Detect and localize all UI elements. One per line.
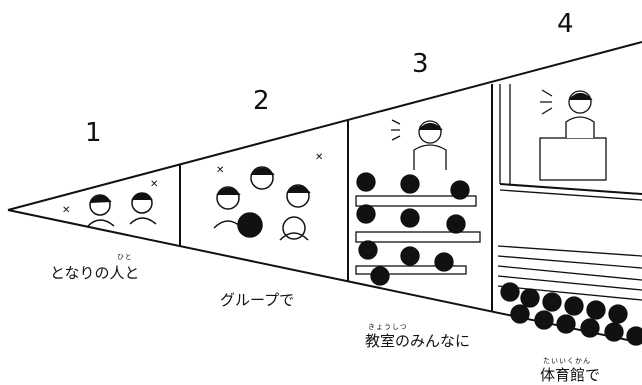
- panel-3-ruby: きょうしつ: [368, 323, 408, 331]
- panel-3-classroom-drawing: [355, 119, 481, 286]
- panel-1-caption: となりの人と: [50, 264, 140, 282]
- svg-text:✕: ✕: [315, 152, 323, 163]
- svg-text:✕: ✕: [150, 179, 158, 190]
- svg-text:✕: ✕: [216, 165, 224, 176]
- panel-1-number: 1: [85, 118, 102, 148]
- panel-1-ruby: ひと: [117, 253, 133, 261]
- panel-4-ruby: たいいくかん: [543, 357, 591, 365]
- svg-text:✕: ✕: [62, 205, 70, 216]
- panel-dividers: [179, 84, 493, 312]
- panel-4-number: 4: [557, 9, 574, 39]
- panel-2-group-drawing: ✕ ✕: [213, 152, 323, 241]
- panel-4-caption: 体育館で: [540, 366, 601, 384]
- panel-3-caption: 教室のみんなに: [365, 332, 471, 350]
- panel-2-number: 2: [253, 86, 270, 116]
- panel-4-gym-drawing: [497, 84, 642, 346]
- panel-3-number: 3: [412, 49, 429, 79]
- panel-2-caption: グループで: [220, 291, 295, 309]
- panel-1-pair-drawing: ✕ ✕: [62, 179, 158, 227]
